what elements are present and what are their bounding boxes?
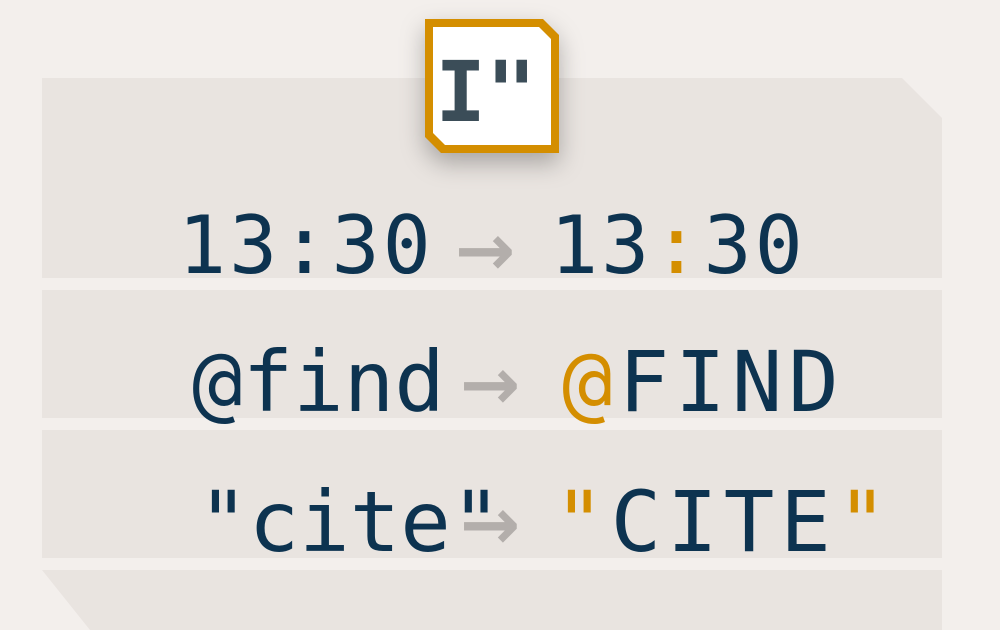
after-text: 13:30 xyxy=(550,199,806,292)
highlight-at: @ xyxy=(562,333,619,431)
app-logo-icon: I" xyxy=(423,17,561,155)
highlight-open-quote: " xyxy=(554,473,611,571)
row-at: @find → @FIND xyxy=(0,340,1000,460)
after-text: "CITE" xyxy=(554,473,894,571)
row-time: 13:30 → 13:30 xyxy=(0,206,1000,326)
before-text: @find xyxy=(192,333,445,431)
after-text: @FIND xyxy=(562,333,845,431)
highlight-colon: : xyxy=(652,199,704,292)
highlight-close-quote: " xyxy=(836,473,894,571)
arrow-icon: → xyxy=(455,208,516,292)
lower-panel xyxy=(42,430,942,558)
arrow-icon: → xyxy=(460,482,521,566)
middle-panel xyxy=(42,290,942,418)
before-text: "cite" xyxy=(198,473,502,571)
row-quotes: "cite" → "CITE" xyxy=(0,480,1000,600)
logo-text: I" xyxy=(435,43,536,141)
before-text: 13:30 xyxy=(178,199,434,292)
arrow-icon: → xyxy=(460,342,521,426)
